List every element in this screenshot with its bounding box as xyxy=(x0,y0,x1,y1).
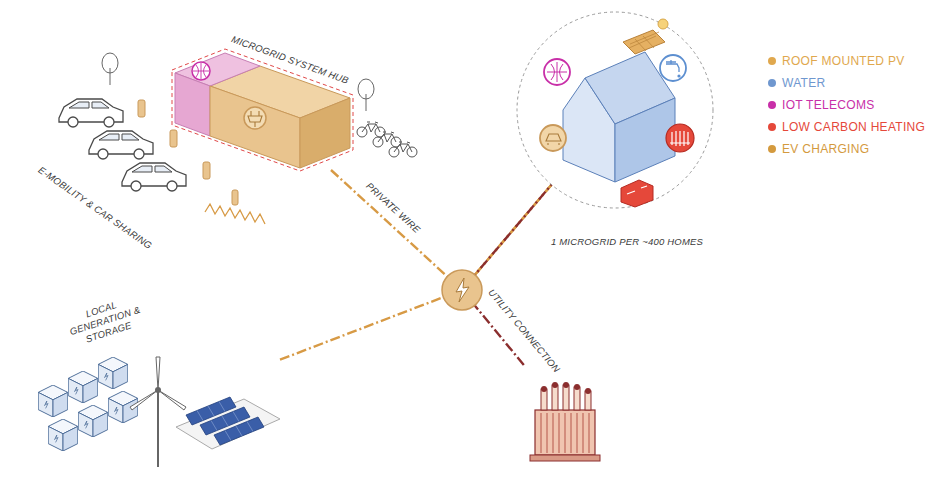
legend-row: IOT TELECOMS xyxy=(768,94,925,116)
node-heading: 1 MICROGRID PER ~400 HOMES xyxy=(551,236,703,248)
legend-row: WATER xyxy=(768,72,925,94)
legend-swatch xyxy=(768,101,776,109)
diagram-node: LOCAL GENERATION & STORAGE xyxy=(30,345,280,470)
legend-swatch xyxy=(768,123,776,131)
legend-text: IOT TELECOMS xyxy=(782,98,875,112)
diagram-node: 1 MICROGRID PER ~400 HOMES xyxy=(515,10,715,210)
diagram-node: UTILITY CONNECTION xyxy=(510,365,620,465)
legend-swatch xyxy=(768,57,776,65)
generation-storage xyxy=(30,345,280,470)
transformer-illustration xyxy=(510,365,620,465)
diagram-node: MICROGRID SYSTEM HUB xyxy=(165,40,355,170)
hub-building xyxy=(165,40,355,170)
legend-text: EV CHARGING xyxy=(782,142,869,156)
power-line xyxy=(331,170,552,290)
legend-swatch xyxy=(768,145,776,153)
legend-row: ROOF MOUNTED PV xyxy=(768,50,925,72)
legend-text: LOW CARBON HEATING xyxy=(782,120,925,134)
power-line xyxy=(280,185,552,360)
legend-row: LOW CARBON HEATING xyxy=(768,116,925,138)
legend: ROOF MOUNTED PV WATER IOT TELECOMS LOW CARB… xyxy=(768,50,925,160)
legend-swatch xyxy=(768,79,776,87)
junction-symbol xyxy=(442,270,482,310)
node-heading: LOCAL GENERATION & STORAGE xyxy=(54,289,155,353)
home-illustration xyxy=(515,10,715,210)
legend-text: ROOF MOUNTED PV xyxy=(782,54,905,68)
legend-row: EV CHARGING xyxy=(768,138,925,160)
legend-text: WATER xyxy=(782,76,826,90)
